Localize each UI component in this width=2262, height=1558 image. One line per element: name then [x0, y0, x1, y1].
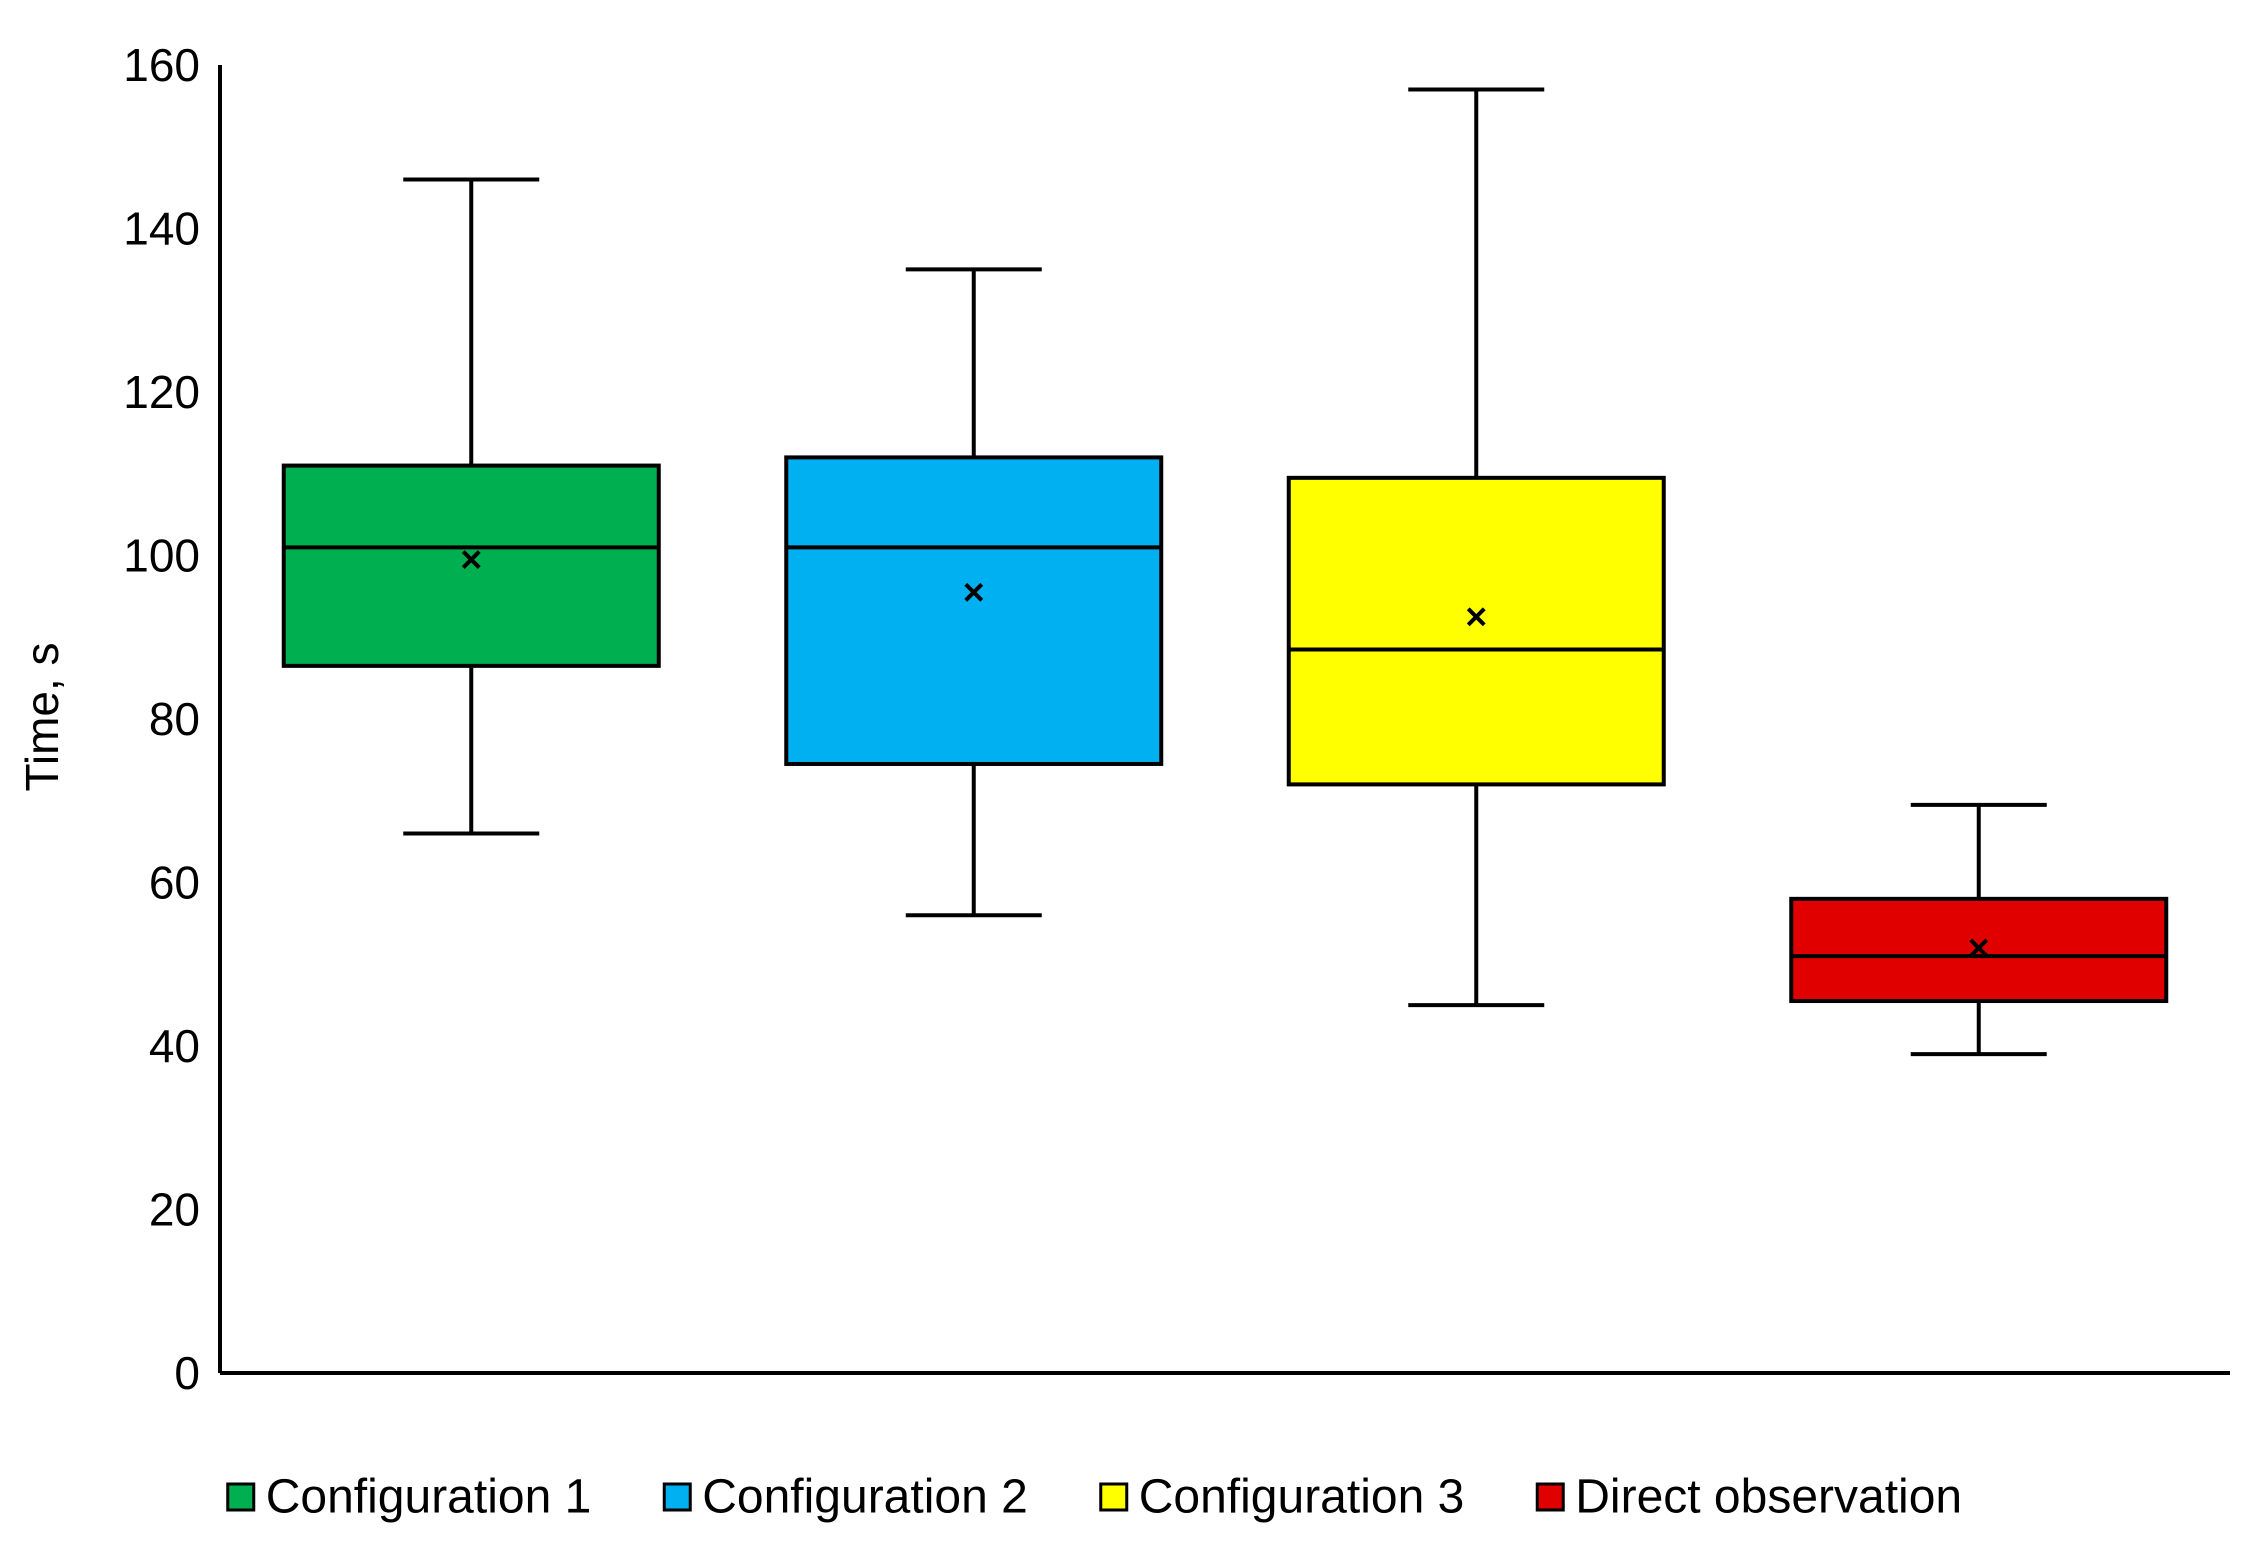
- legend-label: Configuration 3: [1139, 1471, 1465, 1524]
- y-tick-label: 140: [123, 203, 200, 255]
- y-tick-label: 80: [149, 693, 200, 745]
- legend-label: Direct observation: [1575, 1471, 1962, 1524]
- mean-marker-stroke: [1466, 607, 1486, 627]
- legend-label: Configuration 1: [266, 1471, 592, 1524]
- box-3: [1286, 87, 1666, 1008]
- y-tick-label: 60: [149, 857, 200, 909]
- y-tick-label: 160: [123, 39, 200, 91]
- y-axis-ticks: 0 20 40 60 80 100 120 140 160: [123, 39, 200, 1399]
- legend-swatch: [662, 1482, 692, 1512]
- mean-marker-stroke: [461, 550, 481, 570]
- box-1: [281, 177, 661, 836]
- legend-label: Configuration 2: [702, 1471, 1028, 1524]
- mean-marker: [1466, 607, 1486, 627]
- mean-marker: [1969, 938, 1989, 958]
- mean-marker: [964, 582, 984, 602]
- legend-swatch: [226, 1482, 256, 1512]
- box-4: [1789, 802, 2169, 1057]
- y-tick-label: 120: [123, 366, 200, 418]
- box-2: [784, 267, 1164, 918]
- legend-swatch: [1099, 1482, 1129, 1512]
- mean-marker: [461, 550, 481, 570]
- y-tick-label: 40: [149, 1020, 200, 1072]
- legend-item-4: Direct observation: [1535, 1471, 1962, 1524]
- y-tick-label: 20: [149, 1184, 200, 1236]
- legend-swatch: [1535, 1482, 1565, 1512]
- legend-item-1: Configuration 1: [226, 1471, 592, 1524]
- y-tick-label: 0: [174, 1347, 200, 1399]
- y-axis-title: Time, s: [16, 642, 68, 791]
- legend-item-2: Configuration 2: [662, 1471, 1028, 1524]
- box-plot-series: [281, 87, 2169, 1057]
- y-tick-label: 100: [123, 530, 200, 582]
- iqr-box: [281, 463, 661, 668]
- legend: Configuration 1 Configuration 2 Configurat…: [226, 1471, 1962, 1524]
- axes: [218, 65, 2230, 1375]
- mean-marker-stroke: [1969, 938, 1989, 958]
- mean-marker-stroke: [964, 582, 984, 602]
- iqr-box: [784, 455, 1164, 766]
- legend-item-3: Configuration 3: [1099, 1471, 1465, 1524]
- iqr-box: [1286, 475, 1666, 787]
